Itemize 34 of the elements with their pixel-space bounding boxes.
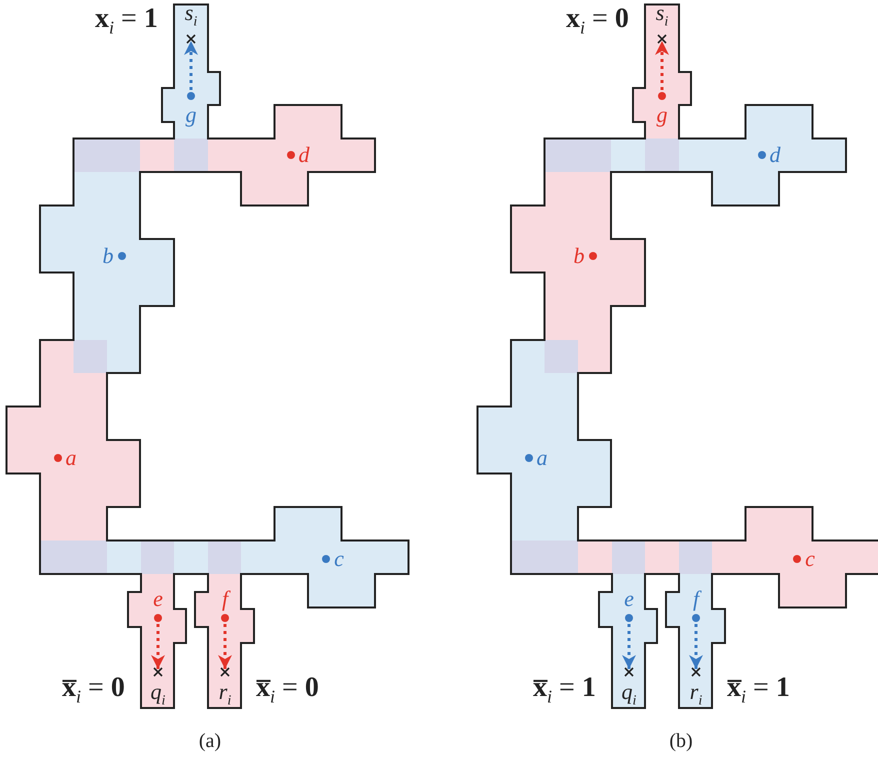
point-label: a [66, 447, 76, 469]
equation-label: x$_{i}$ = 0 [566, 5, 629, 37]
dotted-arrow [655, 41, 669, 90]
equation-label: x̅$_{i}$ = 0 [62, 674, 125, 706]
point-label: f [692, 588, 700, 610]
point-label: s$_{i}$ [184, 2, 198, 30]
point-label: q$_{i}$ [150, 681, 166, 709]
dotted-arrow [184, 41, 198, 90]
dotted-arrow [689, 624, 703, 669]
point-label: g [186, 104, 196, 126]
point-label: d [298, 144, 310, 166]
point-label: e [624, 588, 634, 610]
dotted-arrow [218, 624, 232, 669]
equation-label: x̅$_{i}$ = 0 [256, 674, 319, 706]
point-label: b [102, 245, 114, 267]
point-label: b [574, 245, 584, 267]
point-label: f [222, 588, 228, 610]
dotted-arrow [151, 624, 165, 669]
point-label: g [656, 104, 668, 126]
equation-label: x$_{i}$ = 1 [95, 5, 158, 37]
panel-caption: (b) [669, 731, 693, 751]
equation-label: x̅$_{i}$ = 1 [727, 674, 790, 706]
dotted-arrow [622, 624, 636, 669]
point-label: r$_{i}$ [218, 681, 232, 709]
panel-caption: (a) [198, 731, 222, 751]
equation-label: x̅$_{i}$ = 1 [533, 674, 596, 706]
point-label: d [770, 144, 780, 166]
point-label: s$_{i}$ [656, 2, 668, 30]
point-label: q$_{i}$ [622, 681, 636, 709]
point-label: e [153, 588, 163, 610]
point-label: c [805, 548, 815, 570]
point-label: c [334, 548, 344, 570]
point-label: a [536, 447, 548, 469]
point-label: r$_{i}$ [690, 681, 702, 709]
